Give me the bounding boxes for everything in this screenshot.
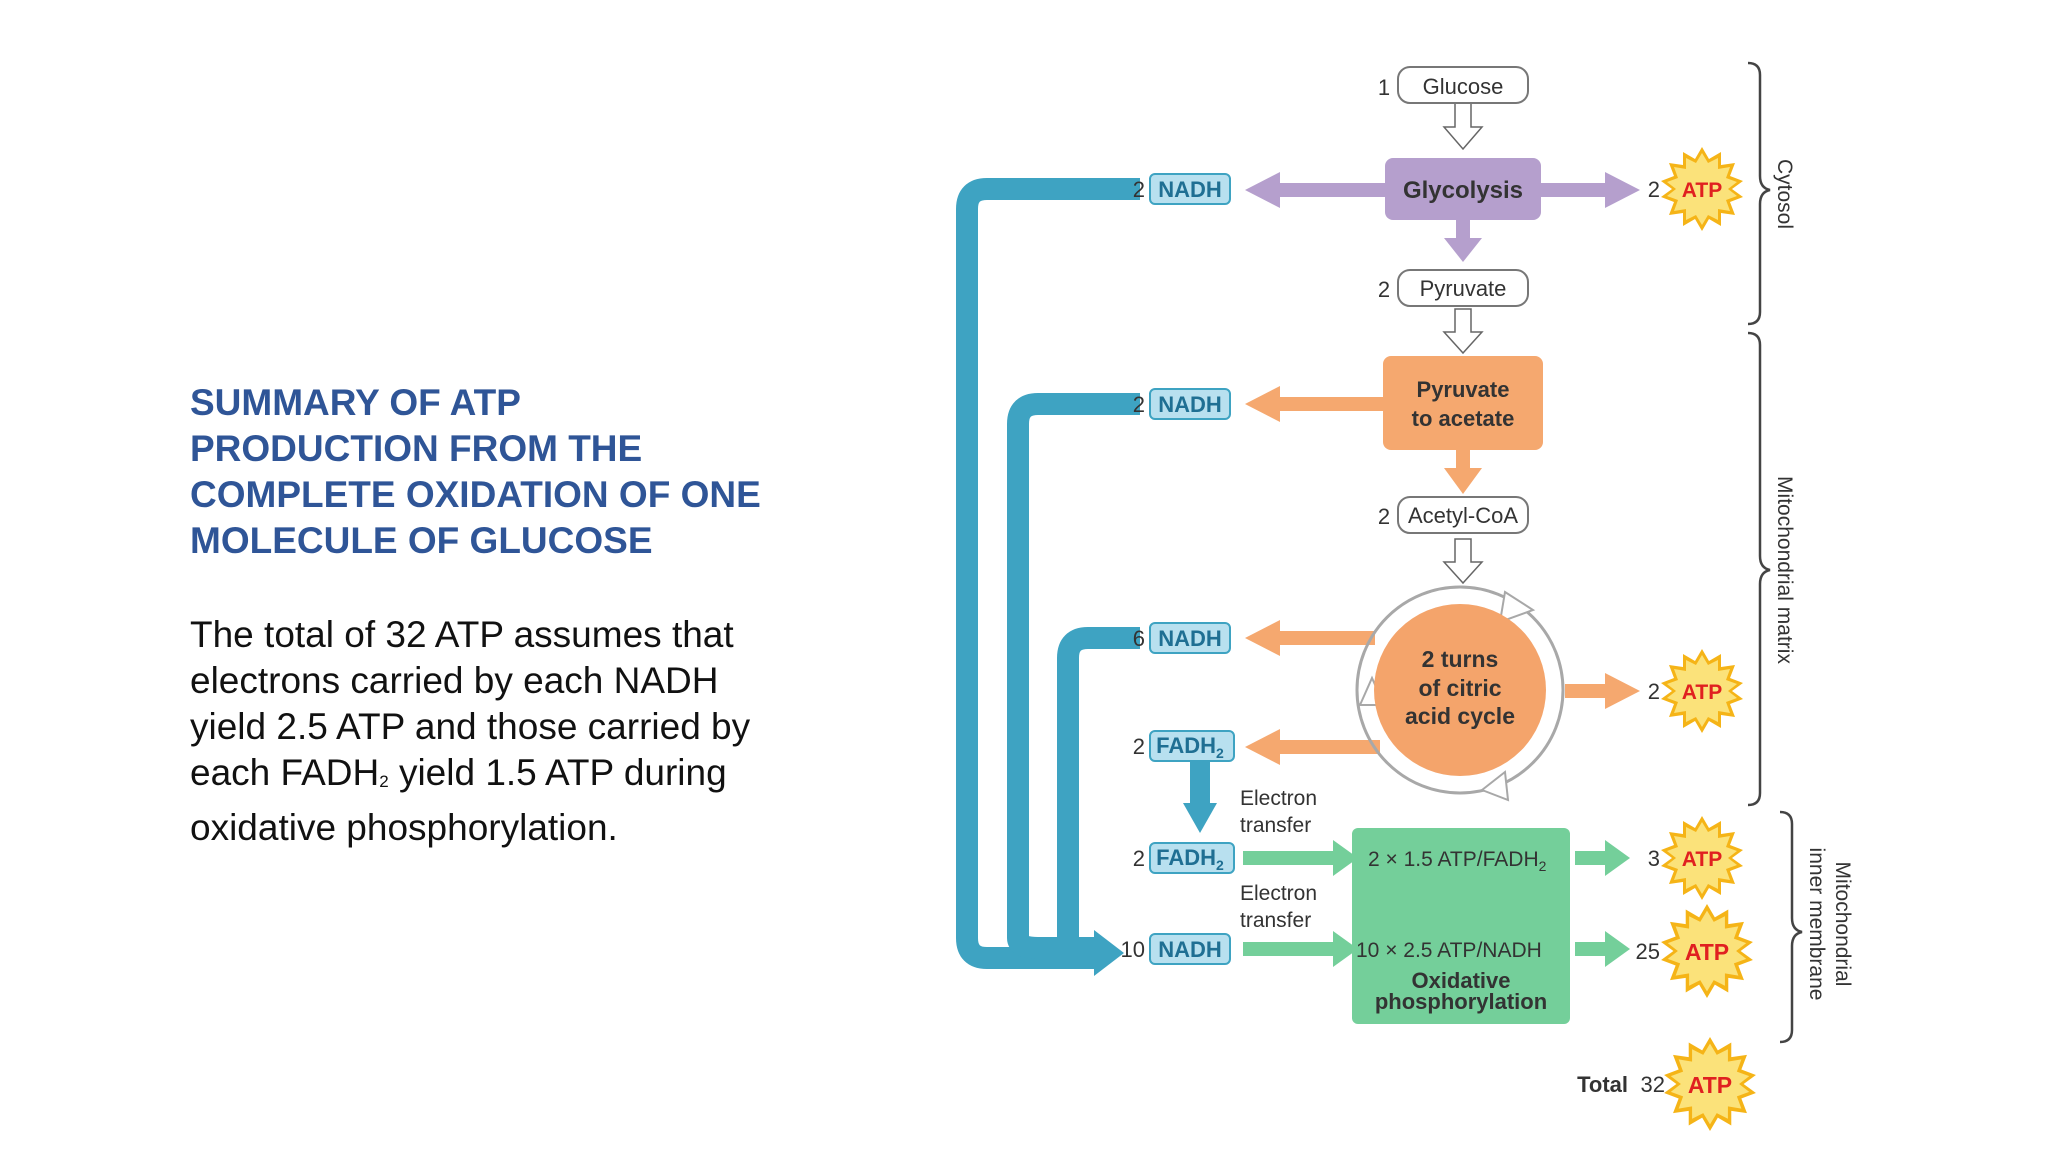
atp-count: 2 bbox=[1648, 177, 1660, 202]
green-arrows bbox=[1243, 840, 1630, 967]
atp-glycolysis: 2 ATP bbox=[1648, 147, 1743, 231]
region-membrane-line: inner membrane bbox=[1805, 848, 1828, 1001]
acetyl-coa-label: Acetyl-CoA bbox=[1408, 503, 1518, 528]
acetyl-coa-node: 2 Acetyl-CoA bbox=[1378, 496, 1529, 534]
orange-arrows bbox=[1245, 386, 1640, 765]
atp-count: 25 bbox=[1636, 939, 1660, 964]
region-cytosol: Cytosol bbox=[1773, 159, 1796, 229]
pyruvate-label: Pyruvate bbox=[1420, 276, 1507, 301]
carrier-count: 6 bbox=[1133, 626, 1145, 651]
carrier-label: NADH bbox=[1158, 937, 1222, 962]
summary-body-line: each FADH2 yield 1.5 ATP during bbox=[190, 750, 850, 805]
carrier-nadh-citric: 6 NADH bbox=[1133, 622, 1231, 654]
pyruvate-to-acetate-node: Pyruvate to acetate bbox=[1383, 356, 1543, 450]
citric-acid-cycle: 2 turns of citric acid cycle bbox=[1355, 585, 1565, 802]
electron-transfer-line: Electron bbox=[1240, 787, 1317, 810]
pyruvate-to-acetate-line: to acetate bbox=[1412, 406, 1515, 431]
carrier-count: 2 bbox=[1133, 734, 1145, 759]
oxphos-label-line: Oxidative bbox=[1411, 968, 1510, 993]
carrier-label: FADH2 bbox=[1156, 845, 1224, 873]
atp-label: ATP bbox=[1688, 1072, 1732, 1098]
atp-label: ATP bbox=[1682, 848, 1722, 871]
citric-cycle-line: of citric bbox=[1418, 675, 1501, 701]
region-matrix: Mitochondrial matrix bbox=[1773, 476, 1796, 664]
pyruvate-node: 2 Pyruvate bbox=[1378, 269, 1529, 307]
glucose-node: 1 Glucose bbox=[1378, 66, 1529, 104]
atp-count: 32 bbox=[1641, 1072, 1665, 1097]
carrier-count: 10 bbox=[1121, 937, 1145, 962]
fadh2-rate: 2 × 1.5 ATP/FADH2 bbox=[1368, 848, 1547, 874]
body-fadh-text: each FADH bbox=[190, 752, 380, 793]
citric-cycle-line: acid cycle bbox=[1405, 703, 1515, 729]
carrier-count: 2 bbox=[1133, 846, 1145, 871]
atp-label: ATP bbox=[1682, 179, 1722, 202]
carrier-label: FADH2 bbox=[1156, 733, 1224, 761]
body-yield-text: yield 1.5 ATP during bbox=[388, 752, 727, 793]
summary-body: The total of 32 ATP assumes that electro… bbox=[190, 612, 850, 851]
electron-transfer-line: Electron bbox=[1240, 882, 1317, 905]
atp-fadh2: 3 ATP bbox=[1648, 816, 1743, 900]
oxphos-label-line: phosphorylation bbox=[1375, 989, 1547, 1014]
carrier-label: NADH bbox=[1158, 392, 1222, 417]
electron-transfer-label-1: Electron transfer bbox=[1240, 787, 1317, 837]
summary-body-line: yield 2.5 ATP and those carried by bbox=[190, 706, 751, 747]
summary-title-line: PRODUCTION FROM THE bbox=[190, 428, 643, 469]
region-labels: Cytosol Mitochondrial matrix Mitochondri… bbox=[1773, 159, 1854, 1000]
atp-citric: 2 ATP bbox=[1648, 649, 1743, 733]
carrier-label: NADH bbox=[1158, 626, 1222, 651]
electron-transfer-label-2: Electron transfer bbox=[1240, 882, 1317, 932]
summary-title-line: SUMMARY OF ATP bbox=[190, 382, 521, 423]
atp-nadh: 25 ATP bbox=[1636, 903, 1753, 999]
electron-transfer-line: transfer bbox=[1240, 909, 1311, 932]
glucose-label: Glucose bbox=[1423, 74, 1504, 99]
atp-total-label: Total bbox=[1577, 1072, 1628, 1097]
atp-count: 3 bbox=[1648, 846, 1660, 871]
pyruvate-count: 2 bbox=[1378, 277, 1390, 302]
carrier-count: 2 bbox=[1133, 392, 1145, 417]
metabolite-arrows bbox=[1442, 102, 1484, 585]
region-membrane-line: Mitochondrial bbox=[1831, 862, 1854, 987]
summary-title-line: MOLECULE OF GLUCOSE bbox=[190, 520, 653, 561]
atp-total: Total 32 ATP bbox=[1577, 1036, 1756, 1132]
atp-count: 2 bbox=[1648, 679, 1660, 704]
atp-label: ATP bbox=[1685, 939, 1729, 965]
citric-cycle-line: 2 turns bbox=[1422, 646, 1499, 672]
carrier-nadh-glycolysis: 2 NADH bbox=[1133, 173, 1231, 205]
summary-title-line: COMPLETE OXIDATION OF ONE bbox=[190, 474, 761, 515]
glycolysis-label: Glycolysis bbox=[1403, 177, 1523, 204]
summary-title: SUMMARY OF ATP PRODUCTION FROM THE COMPL… bbox=[190, 380, 830, 564]
carrier-return-lines bbox=[956, 178, 1217, 976]
acetyl-coa-count: 2 bbox=[1378, 504, 1390, 529]
pyruvate-to-acetate-line: Pyruvate bbox=[1417, 377, 1510, 402]
oxidative-phosphorylation-node: 2 × 1.5 ATP/FADH2 10 × 2.5 ATP/NADH Oxid… bbox=[1352, 828, 1570, 1024]
body-fadh-subscript: 2 bbox=[379, 772, 389, 791]
glucose-count: 1 bbox=[1378, 75, 1390, 100]
nadh-rate: 10 × 2.5 ATP/NADH bbox=[1356, 939, 1542, 962]
carrier-nadh-pyruvate: 2 NADH bbox=[1133, 388, 1231, 420]
electron-transfer-line: transfer bbox=[1240, 814, 1311, 837]
carrier-fadh2-citric: 2 FADH2 bbox=[1133, 730, 1235, 762]
glycolysis-node: Glycolysis bbox=[1385, 158, 1541, 220]
summary-body-line: The total of 32 ATP assumes that bbox=[190, 614, 734, 655]
glycolysis-arrows bbox=[1245, 172, 1640, 262]
carrier-nadh-oxphos: 10 NADH bbox=[1121, 933, 1231, 965]
atp-label: ATP bbox=[1682, 681, 1722, 704]
summary-body-line: oxidative phosphorylation. bbox=[190, 807, 618, 848]
summary-body-line: electrons carried by each NADH bbox=[190, 660, 719, 701]
carrier-fadh2-oxphos: 2 FADH2 bbox=[1133, 842, 1235, 874]
region-braces bbox=[1747, 61, 1803, 1044]
carrier-count: 2 bbox=[1133, 177, 1145, 202]
carrier-label: NADH bbox=[1158, 177, 1222, 202]
